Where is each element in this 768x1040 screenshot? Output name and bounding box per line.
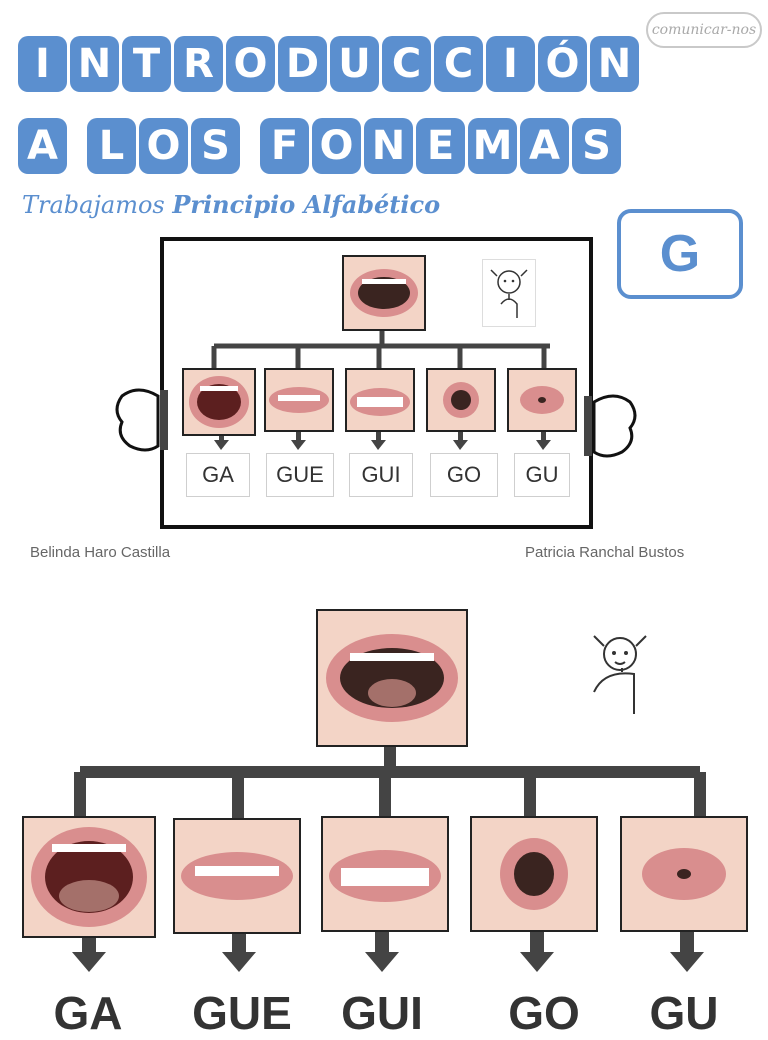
title-letter-tile: O [139,118,188,174]
title-letter-tile: I [18,36,67,92]
mouth-open-icon [326,634,458,722]
mouth-photo-gui [345,368,415,432]
preview-card: GA GUE GUI GO GU [160,237,593,529]
mouth-photo-go [426,368,496,432]
mouth-photo-gui-large [321,816,449,932]
syllable-label: GU [525,462,559,487]
mouth-photo-gue-large [173,818,301,934]
title-letter-tile: I [486,36,535,92]
title-letter-tile: D [278,36,327,92]
brand-logo: comunicar-nos [646,12,762,48]
subtitle-prefix: Trabajamos [22,191,173,219]
girl-pictogram-icon [482,259,536,327]
title-letter-tile: S [191,118,240,174]
subtitle: Trabajamos Principio Alfabético [22,190,440,219]
tree-lines-large [72,742,706,972]
hand-icon [584,394,637,458]
title-letter-tile: M [468,118,517,174]
title-letter-tile [243,118,257,174]
title-letter-tile: A [520,118,569,174]
title-letter-tile: C [382,36,431,92]
big-syllable-gu: GU [649,987,719,1039]
syllable-box-ga: GA [186,453,250,497]
title-letter-tile: O [226,36,275,92]
title-letter-tile: Ó [538,36,587,92]
big-syllable-gue: GUE [192,987,292,1039]
title-letter-tile: N [70,36,119,92]
syllable-box-gui: GUI [349,453,413,497]
title-letter-tile: A [18,118,67,174]
syllable-label: GUI [361,462,401,487]
mouth-photo-gu-large [620,816,748,932]
mouth-photo-ga-large [22,816,156,938]
syllable-label: GO [446,462,482,487]
title-letter-tile: E [416,118,465,174]
hand-icon [115,388,168,452]
title-letter-tile: N [364,118,413,174]
title-letter-tile [70,118,84,174]
author-right: Patricia Ranchal Bustos [525,544,685,561]
mouth-photo-go-large [470,816,598,932]
title-letter-tile: R [174,36,223,92]
title-letter-tile: T [122,36,171,92]
main-mouth-photo [342,255,426,331]
letter-badge: G [617,209,743,299]
title-letter-tile: U [330,36,379,92]
tree-lines [211,326,551,450]
mouth-photo-gue [264,368,334,432]
brand-name: comunicar-nos [651,22,757,38]
title-letter-tile: O [312,118,361,174]
title-letter-tile: F [260,118,309,174]
girl-pictogram-icon [593,635,647,714]
title-letter-tile: L [87,118,136,174]
title-letter-tile: S [572,118,621,174]
big-syllable-go: GO [508,987,580,1039]
title-letter-tile: C [434,36,483,92]
title-letter-tile: N [590,36,639,92]
mouth-photo-ga [182,368,256,436]
big-syllable-gui: GUI [341,987,423,1039]
syllable-box-go: GO [430,453,498,497]
subtitle-emphasis: Principio Alfabético [172,190,441,219]
syllable-box-gue: GUE [266,453,334,497]
main-mouth-photo-large [316,609,468,747]
syllable-box-gu: GU [514,453,570,497]
author-left: Belinda Haro Castilla [30,544,171,561]
syllable-label: GA [202,462,234,487]
mouth-open-icon [350,269,418,317]
syllable-label: GUE [276,462,324,487]
big-syllable-ga: GA [53,987,123,1039]
mouth-photo-gu [507,368,577,432]
letter-label: G [659,225,701,283]
